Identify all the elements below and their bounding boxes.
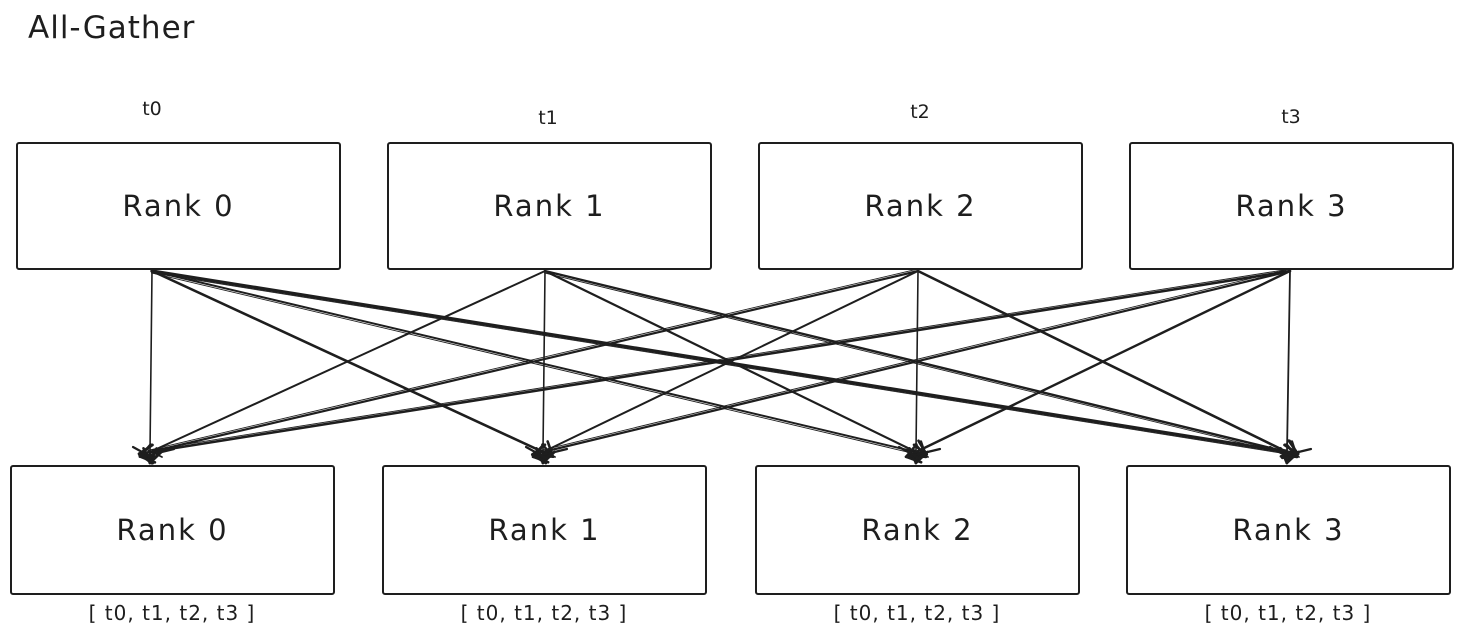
- result-label-rank-2: [ t0, t1, t2, t3 ]: [833, 601, 1001, 625]
- result-label-rank-0: [ t0, t1, t2, t3 ]: [88, 601, 256, 625]
- tensor-label-t2: t2: [910, 101, 930, 123]
- diagram-title: All-Gather: [28, 10, 196, 46]
- top-rank-1-label: Rank 1: [493, 189, 606, 223]
- bottom-rank-3-label: Rank 3: [1232, 513, 1345, 547]
- top-rank-2-label: Rank 2: [864, 189, 977, 223]
- result-label-rank-3: [ t0, t1, t2, t3 ]: [1204, 601, 1372, 625]
- tensor-label-t1: t1: [538, 107, 558, 129]
- bottom-rank-0-box: Rank 0: [10, 465, 335, 595]
- top-rank-0-label: Rank 0: [122, 189, 235, 223]
- result-label-rank-1: [ t0, t1, t2, t3 ]: [460, 601, 628, 625]
- top-rank-3-label: Rank 3: [1235, 189, 1348, 223]
- top-rank-1-box: Rank 1: [387, 142, 712, 270]
- top-rank-2-box: Rank 2: [758, 142, 1083, 270]
- tensor-label-t0: t0: [142, 98, 162, 120]
- top-rank-0-box: Rank 0: [16, 142, 341, 270]
- bottom-rank-0-label: Rank 0: [116, 513, 229, 547]
- top-rank-3-box: Rank 3: [1129, 142, 1454, 270]
- bottom-rank-1-label: Rank 1: [488, 513, 601, 547]
- bottom-rank-2-label: Rank 2: [861, 513, 974, 547]
- bottom-rank-1-box: Rank 1: [382, 465, 707, 595]
- bottom-rank-3-box: Rank 3: [1126, 465, 1451, 595]
- bottom-rank-2-box: Rank 2: [755, 465, 1080, 595]
- tensor-label-t3: t3: [1281, 106, 1301, 128]
